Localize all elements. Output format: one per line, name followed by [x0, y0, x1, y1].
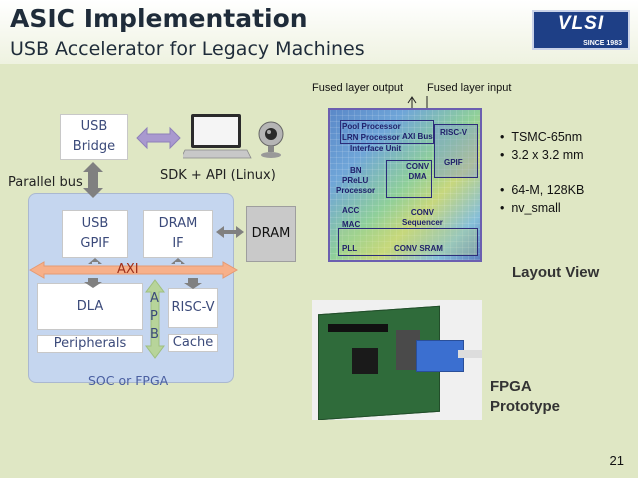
usb-gpif-box: USB GPIF [62, 210, 128, 258]
usb-bridge-box: USB Bridge [60, 114, 128, 160]
chip-label-acc: ACC [342, 206, 360, 215]
axi-bus-arrow [28, 261, 239, 279]
spec-size: 3.2 x 3.2 mm [511, 148, 584, 162]
chip-label-lrn: LRN Processor [342, 133, 400, 142]
chip-label-processor: Processor [336, 186, 376, 195]
slide-title: ASIC Implementation [10, 4, 308, 33]
dram-box: DRAM [246, 206, 296, 262]
board-chip [352, 348, 378, 374]
fused-output-label: Fused layer output [312, 82, 404, 94]
sdk-api-label: SDK + API (Linux) [160, 168, 276, 183]
fpga-caption-line1: FPGA [490, 378, 532, 395]
chip-label-conv-dma: CONV DMA [406, 162, 430, 181]
chip-layout-image: Pool Processor LRN Processor Interface U… [328, 108, 482, 262]
webcam-icon [258, 121, 284, 158]
fpga-caption-line2: Prototype [490, 398, 561, 415]
spec-item: • TSMC-65nm [500, 130, 583, 144]
diagram-arrows [28, 126, 244, 359]
parallel-bus-label: Parallel bus [8, 175, 83, 190]
chip-block-interface [340, 120, 434, 144]
apb-bus-arrow [145, 279, 165, 359]
riscv-box: RISC-V [168, 288, 218, 328]
dram-link-arrow [216, 226, 244, 238]
spec-item: • 3.2 x 3.2 mm [500, 148, 584, 162]
peripherals-box: Peripherals [37, 335, 143, 353]
chip-label-bn: BN [350, 166, 362, 175]
dram-if-box: DRAM IF [143, 210, 213, 258]
axi-label: AXI [117, 262, 139, 277]
chip-block-sram [338, 228, 478, 256]
chip-label-mac: MAC [342, 220, 361, 229]
chip-label-riscv: RISC-V [440, 128, 468, 137]
fused-input-label: Fused layer input [427, 82, 512, 94]
parallel-bus-arrow [83, 162, 103, 198]
chip-label-pool: Pool Processor [342, 122, 401, 131]
apb-label: A P B [150, 291, 159, 342]
spec-tech: TSMC-65nm [511, 130, 583, 144]
chip-label-sram: CONV SRAM [394, 244, 443, 253]
board-header [328, 324, 388, 332]
spec-item: • nv_small [500, 201, 561, 215]
axi-connectors [88, 258, 185, 264]
dla-box: DLA [37, 283, 143, 330]
spec-mem: 64-M, 128KB [511, 183, 585, 197]
vlsi-logo: VLSI SINCE 1983 [532, 10, 630, 50]
laptop-icon [183, 114, 252, 159]
chip-label-axibus: AXI Bus [402, 132, 433, 141]
spec-list-b: • 64-M, 128KB • nv_small [500, 183, 584, 215]
spec-list-a: • TSMC-65nm • 3.2 x 3.2 mm [500, 130, 584, 162]
chip-label-prelu: PReLU [342, 176, 369, 185]
usb-cable [458, 350, 482, 358]
chip-block-riscv [434, 124, 478, 178]
chip-grid [330, 110, 480, 260]
usb-dongle [416, 340, 464, 372]
chip-block-conv [386, 160, 432, 198]
logo-text: VLSI [557, 13, 605, 34]
chip-label-interface: Interface Unit [350, 144, 402, 153]
layout-view-label: Layout View [512, 264, 600, 281]
axi-to-riscv-arrow [184, 278, 202, 289]
axi-to-dla-arrow [84, 278, 102, 288]
usb-link-arrow [136, 126, 181, 150]
spec-item: • 64-M, 128KB [500, 183, 585, 197]
slide-subtitle: USB Accelerator for Legacy Machines [10, 38, 365, 60]
header-band [0, 0, 638, 64]
soc-fpga-label: SOC or FPGA [88, 373, 169, 388]
logo-since: SINCE 1983 [583, 40, 622, 47]
spec-config: nv_small [511, 201, 561, 215]
chip-label-pll: PLL [342, 244, 358, 253]
board-photo [312, 300, 482, 420]
cache-box: Cache [168, 334, 218, 352]
page-number: 21 [609, 453, 624, 468]
chip-label-gpif: GPIF [444, 158, 463, 167]
chip-label-conv-seq: CONV Sequencer [402, 208, 443, 227]
